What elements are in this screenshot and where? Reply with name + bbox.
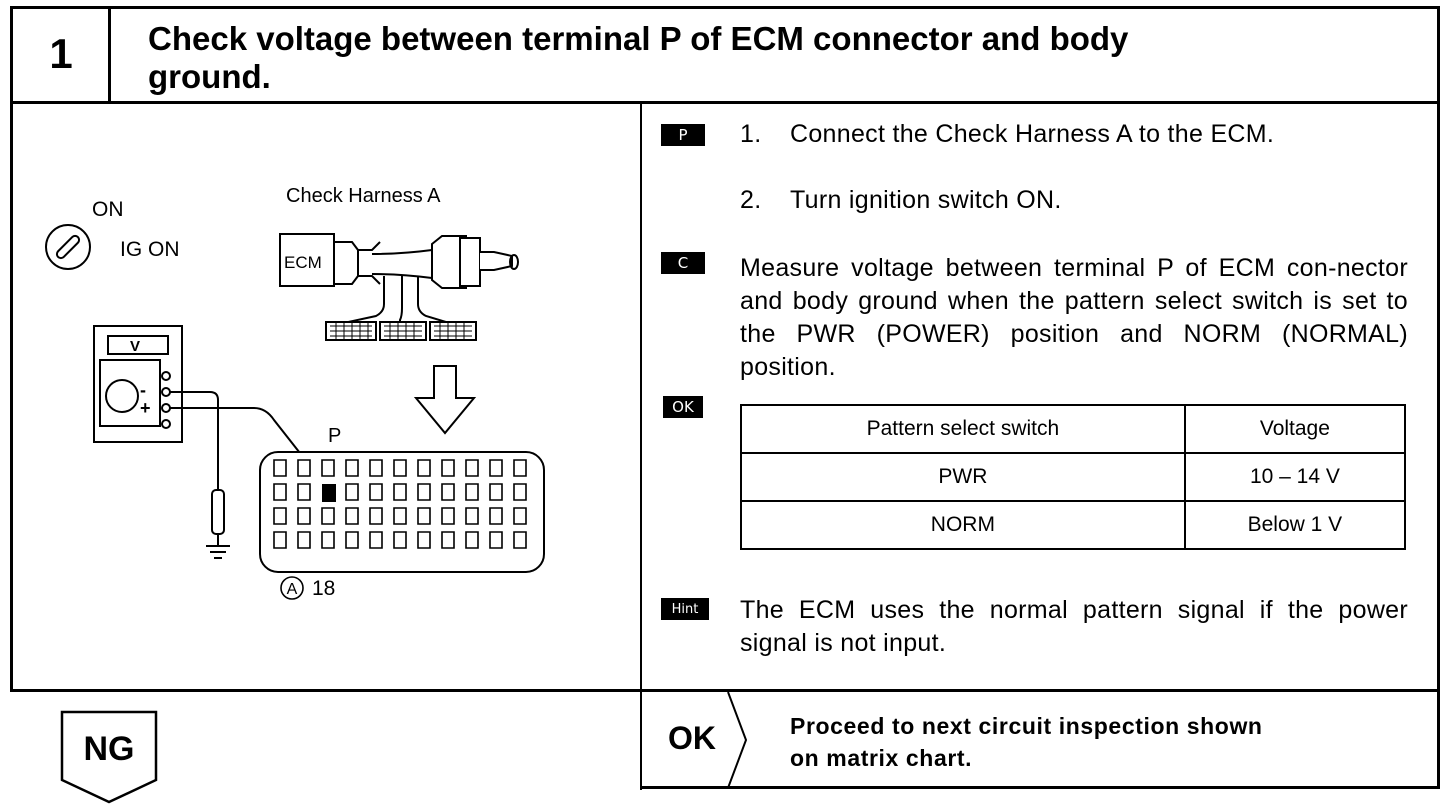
connector-letter-circle [280, 576, 304, 600]
ok-result-line1: Proceed to next circuit inspection shown [790, 713, 1263, 739]
ok-result-label: OK [668, 720, 716, 756]
check-tag: C [661, 252, 705, 274]
check-text: Measure voltage between terminal P of EC… [740, 254, 1408, 381]
step-1-number: 1. [740, 120, 762, 148]
frame-left [10, 6, 13, 692]
column-divider [640, 101, 642, 790]
table-row: PWR 10 – 14 V [740, 452, 1407, 502]
ground-probe-icon [206, 489, 230, 559]
step-title: Check voltage between terminal P of ECM … [148, 20, 1348, 96]
voltmeter-plus: + [140, 398, 151, 418]
ok-result-line2: on matrix chart. [790, 745, 973, 771]
connector-letter: A [287, 581, 298, 598]
body-bottom [10, 689, 1440, 692]
step-number: 1 [49, 30, 73, 77]
table-cell: NORM [740, 500, 1186, 550]
table-row: NORM Below 1 V [740, 500, 1407, 550]
frame-right [1437, 6, 1440, 788]
connector-pins [273, 459, 527, 549]
wiring-diagram: ON IG ON Check Harness A ECM [45, 185, 545, 600]
switch-ig-on-label: IG ON [120, 238, 180, 261]
table-header-cell: Voltage [1183, 404, 1407, 454]
hint-text: The ECM uses the normal pattern signal i… [740, 596, 1408, 657]
step-title-line1: Check voltage between terminal P of ECM … [148, 20, 1129, 57]
terminal-p-pin [322, 484, 336, 502]
check-harness-icon [279, 233, 519, 332]
voltage-spec-table: Pattern select switch Voltage PWR 10 – 1… [740, 404, 1407, 550]
ok-chevron-icon [727, 692, 748, 788]
voltmeter-label: V [130, 338, 140, 355]
table-header-cell: Pattern select switch [740, 404, 1186, 454]
voltmeter-minus: - [140, 380, 146, 400]
ok-tag: OK [663, 396, 703, 418]
step-1-text: Connect the Check Harness A to the ECM. [790, 120, 1275, 148]
ng-box [60, 710, 158, 804]
step-2-number: 2. [740, 186, 762, 214]
step-1: 1. Connect the Check Harness A to the ECM… [740, 118, 1408, 151]
step-title-line2: ground. [148, 58, 271, 95]
ignition-switch-icon [45, 224, 91, 270]
prep-tag: P [661, 124, 705, 146]
ok-box-bottom [640, 786, 1440, 789]
ng-label: NG [83, 730, 135, 768]
hint-tag: Hint [661, 598, 709, 620]
harness-ecm-label: ECM [284, 253, 322, 272]
connector-number-label: 18 [312, 577, 335, 600]
step-2-text: Turn ignition switch ON. [790, 186, 1062, 214]
step-number-divider [108, 6, 111, 104]
table-cell: PWR [740, 452, 1186, 502]
ok-result-text: Proceed to next circuit inspection shown… [790, 710, 1410, 774]
harness-label: Check Harness A [286, 185, 441, 207]
terminal-p-label: P [328, 425, 341, 447]
table-header-row: Pattern select switch Voltage [740, 404, 1407, 454]
test-leads [170, 391, 319, 492]
voltmeter-icon [93, 325, 183, 443]
table-cell: 10 – 14 V [1183, 452, 1407, 502]
frame-top [10, 6, 1440, 9]
switch-on-label: ON [92, 198, 124, 221]
table-cell: Below 1 V [1183, 500, 1407, 550]
down-arrow-icon [413, 365, 477, 435]
header-divider [10, 101, 1440, 104]
step-2: 2. Turn ignition switch ON. [740, 184, 1408, 217]
